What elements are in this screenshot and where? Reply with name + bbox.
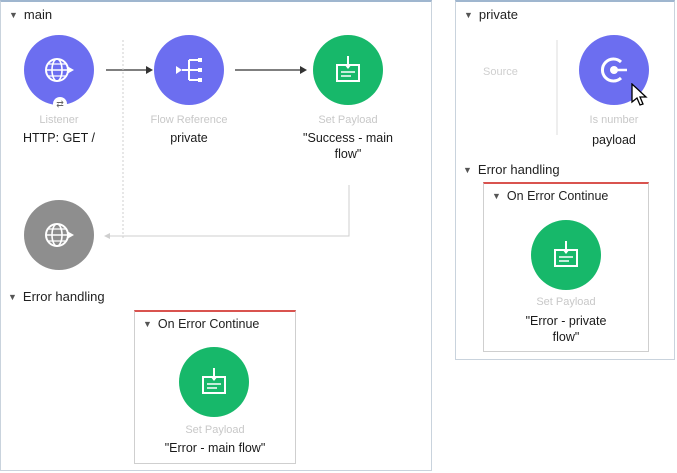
- private-error-set-payload-type-label: Set Payload: [536, 296, 596, 308]
- private-error-handling-label: Error handling: [477, 162, 560, 177]
- is-number-value-label: payload: [592, 133, 636, 147]
- private-error-set-payload-value-line2: flow": [552, 330, 580, 344]
- private-flow-title-label: private: [478, 7, 518, 22]
- collapse-triangle-icon[interactable]: ▼: [464, 9, 473, 20]
- private-on-error-continue-title[interactable]: ▼ On Error Continue: [492, 189, 608, 203]
- is-number-type-label: Is number: [589, 114, 639, 126]
- listener-node[interactable]: [24, 35, 94, 105]
- main-on-error-continue-label: On Error Continue: [157, 317, 260, 331]
- listener-badge-icon: ⇄: [53, 97, 67, 111]
- private-error-handling-title[interactable]: ▼ Error handling: [463, 162, 560, 177]
- globe-arrow-icon: [45, 58, 74, 82]
- flow-reference-node[interactable]: [154, 35, 224, 105]
- private-error-set-payload-value-line1: "Error - private: [525, 314, 607, 328]
- collapse-triangle-icon[interactable]: ▼: [143, 319, 152, 329]
- mouse-cursor-icon: [631, 83, 648, 106]
- flow-reference-type-label: Flow Reference: [150, 114, 228, 126]
- set-payload-icon: [554, 241, 578, 267]
- listener-value-label: HTTP: GET /: [23, 131, 95, 145]
- private-error-set-payload-node[interactable]: [531, 220, 601, 290]
- collapse-triangle-icon[interactable]: ▼: [492, 191, 501, 201]
- private-source-label: Source: [483, 66, 518, 78]
- set-payload-node[interactable]: [313, 35, 383, 105]
- collapse-triangle-icon[interactable]: ▼: [8, 291, 17, 302]
- response-node[interactable]: [24, 200, 94, 270]
- main-error-set-payload-type-label: Set Payload: [185, 424, 245, 436]
- globe-arrow-icon: [45, 223, 74, 247]
- collapse-triangle-icon[interactable]: ▼: [463, 164, 472, 175]
- main-error-set-payload-node[interactable]: [179, 347, 249, 417]
- private-source-divider: [556, 40, 558, 135]
- main-flow-title[interactable]: ▼ main: [9, 7, 52, 22]
- set-payload-value-line2: flow": [334, 147, 362, 161]
- main-error-handling-title[interactable]: ▼ Error handling: [8, 289, 105, 304]
- validate-icon: [601, 57, 627, 83]
- main-error-set-payload-value-label: "Error - main flow": [164, 441, 266, 455]
- private-on-error-continue-label: On Error Continue: [506, 189, 609, 203]
- collapse-triangle-icon[interactable]: ▼: [9, 9, 18, 20]
- main-flow-connectors: [104, 40, 350, 240]
- main-error-handling-label: Error handling: [22, 289, 105, 304]
- set-payload-type-label: Set Payload: [318, 114, 378, 126]
- flow-branch-icon: [176, 58, 202, 82]
- main-on-error-continue-title[interactable]: ▼ On Error Continue: [143, 317, 259, 331]
- set-payload-icon: [336, 56, 360, 82]
- set-payload-icon: [202, 368, 226, 394]
- set-payload-value-line1: "Success - main: [303, 131, 393, 145]
- listener-type-label: Listener: [39, 114, 79, 126]
- flow-reference-value-label: private: [170, 131, 208, 145]
- main-flow-title-label: main: [23, 7, 53, 22]
- private-flow-title[interactable]: ▼ private: [464, 7, 518, 22]
